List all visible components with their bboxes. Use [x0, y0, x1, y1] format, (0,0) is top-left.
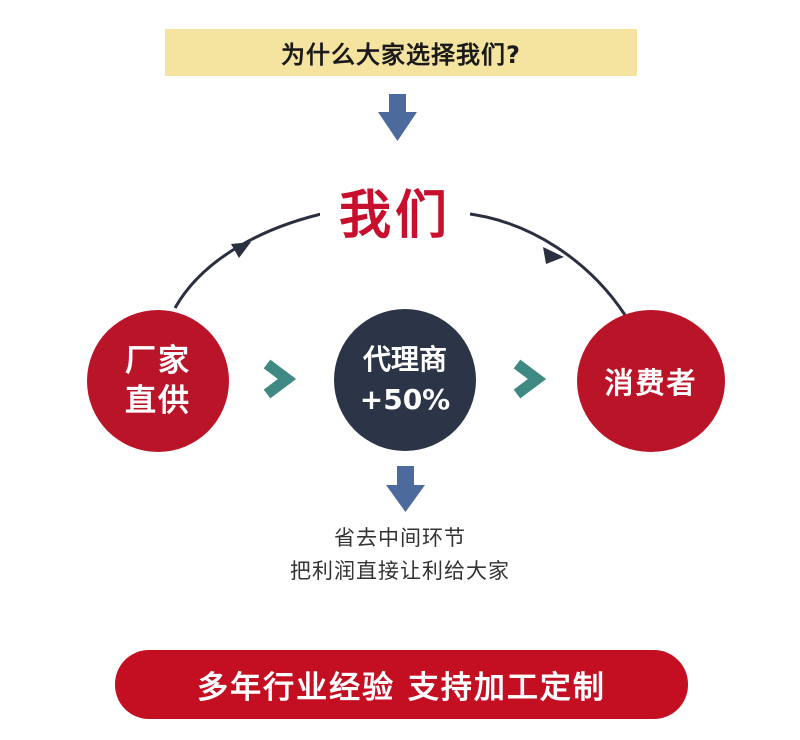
question-text: 为什么大家选择我们?: [281, 41, 521, 69]
node-label: 代理商: [362, 343, 447, 376]
note-line: 省去中间环节: [334, 526, 466, 550]
note-line: 把利润直接让利给大家: [290, 559, 510, 583]
we-label: 我们: [320, 170, 470, 250]
curve-arrow-right: [461, 211, 627, 316]
node-label: 直供: [125, 383, 191, 419]
question-banner: 为什么大家选择我们?: [165, 29, 637, 76]
slogan-banner: 多年行业经验 支持加工定制: [115, 650, 688, 719]
node-label: 厂家: [125, 343, 191, 379]
node-label: 消费者: [604, 366, 698, 400]
chevron-right-icon: [263, 359, 297, 399]
agent-node: 代理商 +50%: [334, 309, 476, 451]
arrowhead-icon: [543, 247, 564, 264]
arrowhead-icon: [231, 242, 251, 258]
note-text: 省去中间环节 把利润直接让利给大家: [250, 522, 550, 588]
factory-direct-node: 厂家 直供: [87, 310, 229, 452]
chevron-right-icon: [513, 359, 547, 399]
markup-label: +50%: [359, 383, 451, 416]
slogan-text: 多年行业经验 支持加工定制: [197, 670, 606, 706]
curve-arrow-left: [173, 210, 331, 309]
arrow-down-icon: [378, 94, 417, 141]
consumer-node: 消费者: [577, 310, 725, 452]
arrow-down-icon: [386, 466, 425, 512]
